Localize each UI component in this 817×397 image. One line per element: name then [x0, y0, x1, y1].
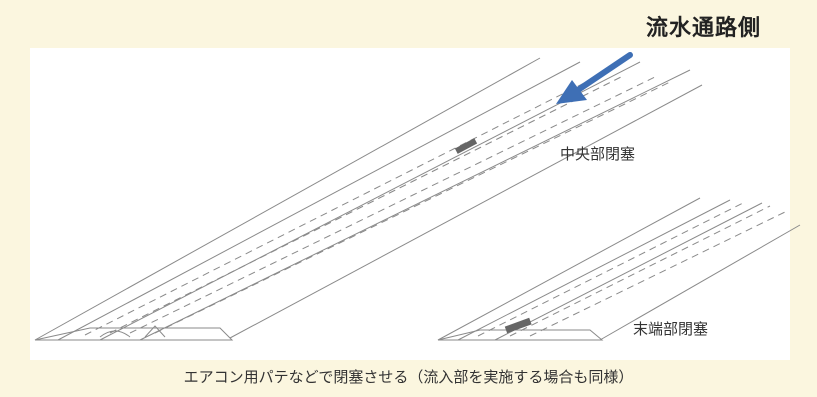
left-duct [34, 57, 703, 341]
right-duct-edge-2 [494, 202, 763, 341]
left-duct-edge-top [34, 57, 541, 341]
left-duct-edge-1 [57, 61, 581, 341]
left-duct-base [34, 327, 234, 341]
end-block-label: 末端部閉塞 [633, 320, 709, 338]
right-duct-dash-2 [509, 205, 771, 337]
center-block-label: 中央部閉塞 [560, 145, 636, 163]
right-duct-base [437, 329, 604, 341]
right-duct-edge-1 [457, 199, 731, 341]
diagram-panel [30, 48, 790, 360]
figure-caption: エアコン用パテなどで閉塞させる（流入部を実施する場合も同様） [183, 368, 634, 386]
right-duct-edge-bottom [599, 224, 801, 341]
left-duct-dash-1 [84, 69, 611, 336]
left-duct-dash-3 [129, 76, 656, 334]
end-block-mark [504, 317, 532, 334]
left-duct-edge-2 [99, 61, 641, 341]
left-duct-base-detail [99, 325, 166, 338]
center-block-mark [454, 138, 478, 154]
arrow-icon [556, 52, 633, 104]
left-duct-dash-4 [154, 81, 671, 334]
page-title: 流水通路側 [645, 16, 761, 41]
left-duct-dash-2 [109, 74, 626, 334]
right-duct-edge-top [437, 197, 701, 341]
left-duct-edge-3 [139, 69, 691, 341]
left-duct-edge-bottom [229, 84, 703, 339]
right-duct-dash-1 [477, 201, 746, 337]
right-duct [437, 197, 801, 341]
